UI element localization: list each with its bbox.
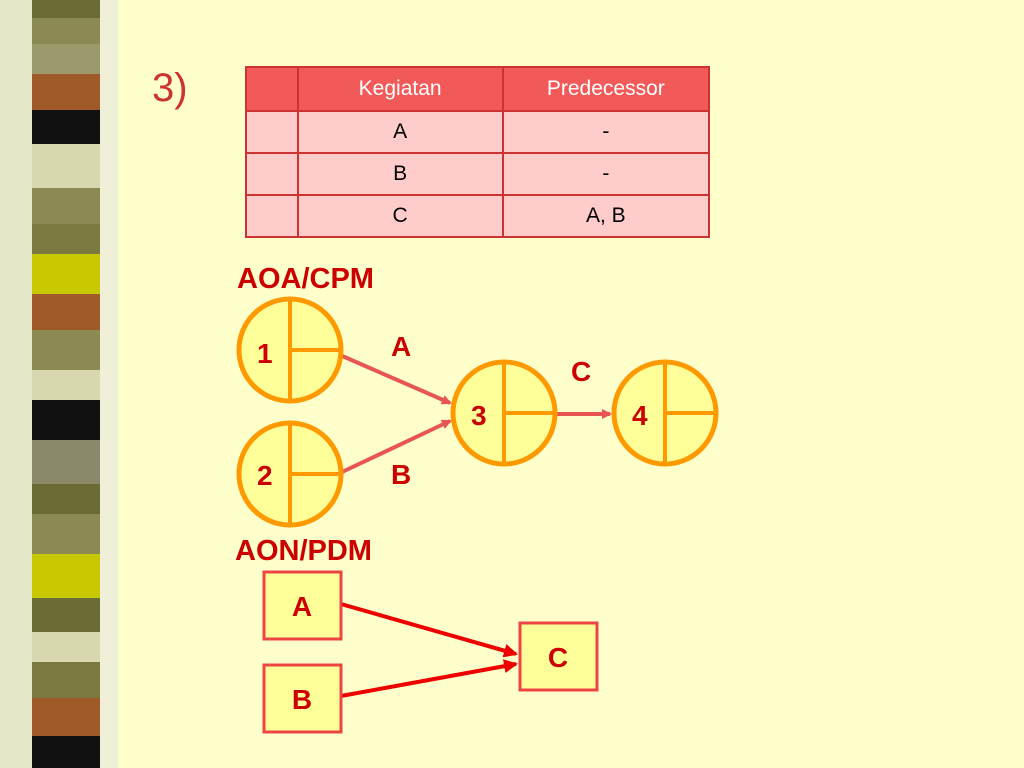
aoa-edge-1-3 <box>339 353 452 405</box>
aon-edge-b-c <box>340 659 518 698</box>
table-cell-activity: C <box>296 194 504 238</box>
aon-node-a: A <box>262 570 343 641</box>
aoa-node-1-label: 1 <box>257 338 273 369</box>
table-cell-index <box>245 194 299 238</box>
aoa-node-4-label: 4 <box>632 400 648 431</box>
aoa-node-1: 1 <box>236 296 344 404</box>
aon-node-b: B <box>262 663 343 734</box>
table-header-index <box>245 66 299 112</box>
table-row: A - <box>245 110 711 154</box>
table-header-kegiatan: Kegiatan <box>296 66 504 112</box>
table-header-row: Kegiatan Predecessor <box>245 66 711 112</box>
aoa-edge-label-c: C <box>571 356 591 387</box>
aon-node-c-label: C <box>548 642 568 673</box>
aoa-node-4: 4 <box>611 359 719 467</box>
aoa-node-2: 2 <box>236 420 344 528</box>
aoa-node-2-label: 2 <box>257 460 273 491</box>
table-row: B - <box>245 152 711 196</box>
table-header-predecessor: Predecessor <box>501 66 711 112</box>
aon-node-c: C <box>518 621 599 692</box>
table-cell-predecessor: A, B <box>501 194 711 238</box>
activity-table: Kegiatan Predecessor A - B - C A, B <box>245 66 711 238</box>
table-cell-activity: A <box>296 110 504 154</box>
table-cell-index <box>245 152 299 196</box>
aon-heading: AON/PDM <box>235 535 372 567</box>
aoa-edge-label-a: A <box>391 331 411 362</box>
aoa-node-3: 3 <box>450 359 558 467</box>
aon-node-a-label: A <box>292 591 312 622</box>
table-cell-predecessor: - <box>501 152 711 196</box>
aoa-node-3-label: 3 <box>471 400 487 431</box>
aoa-heading: AOA/CPM <box>237 263 374 295</box>
aoa-edge-label-b: B <box>391 459 411 490</box>
table-cell-predecessor: - <box>501 110 711 154</box>
table-cell-activity: B <box>296 152 504 196</box>
table-cell-index <box>245 110 299 154</box>
aon-node-b-label: B <box>292 684 312 715</box>
table-row: C A, B <box>245 194 711 238</box>
aoa-edge-2-3 <box>339 419 452 475</box>
slide-number: 3) <box>152 66 188 110</box>
decorative-stripe-bar <box>0 0 118 768</box>
aon-edge-a-c <box>340 602 518 658</box>
